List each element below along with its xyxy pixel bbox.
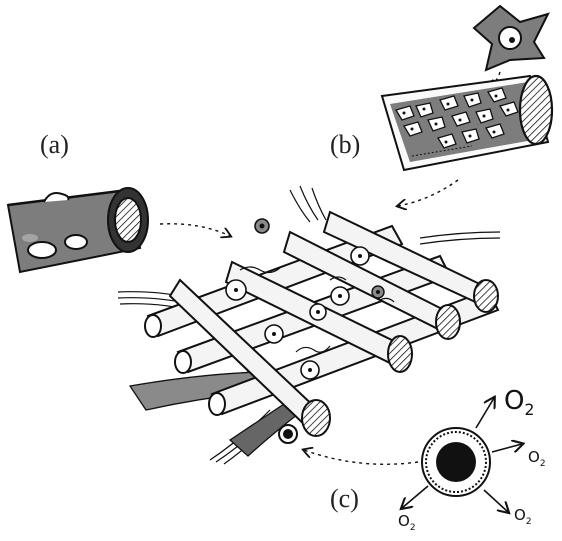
pore-hole [64,234,88,250]
oxygen-label-bottom-right: O2 [514,506,532,527]
oxygen-label-right: O2 [528,448,546,469]
arrow-b-to-scaffold [398,179,459,206]
arrow-c-to-scaffold [304,450,419,465]
single-cell [472,4,550,72]
hollow-rod-a [6,187,149,274]
oxygen-arrows [402,398,522,512]
label-b: (b) [330,130,361,159]
label-a: (a) [40,130,69,159]
oxygen-label-large: O2 [504,386,535,420]
pore-hole [27,241,57,259]
label-c: (c) [330,484,359,513]
cell-seeded-rod-b [380,74,554,172]
arrow-cell-to-rod [488,71,501,88]
oxygen-label-bottom-left: O2 [398,512,416,533]
oxygen-particle [421,427,491,497]
scaffold-cells [225,246,370,380]
arrow-a-to-scaffold [159,223,230,236]
scaffold [117,185,501,465]
small-vessel [278,424,298,444]
